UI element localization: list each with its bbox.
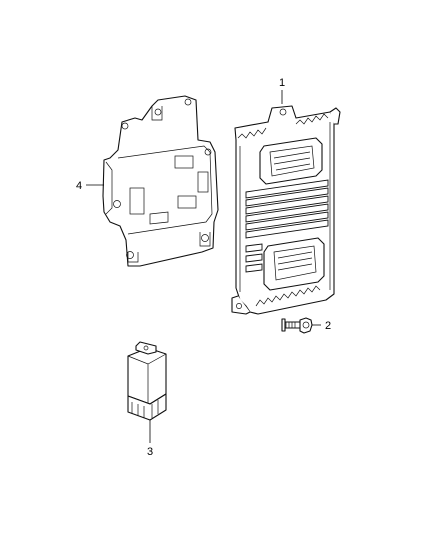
mounting-bracket	[102, 95, 219, 267]
callout-4: 4	[76, 180, 82, 192]
bolt	[281, 317, 313, 334]
callout-2: 2	[325, 320, 331, 332]
control-module	[231, 105, 341, 315]
callout-3: 3	[147, 446, 153, 458]
callout-1: 1	[279, 77, 285, 89]
relay-module	[127, 341, 167, 421]
cooling-fins	[245, 179, 329, 239]
